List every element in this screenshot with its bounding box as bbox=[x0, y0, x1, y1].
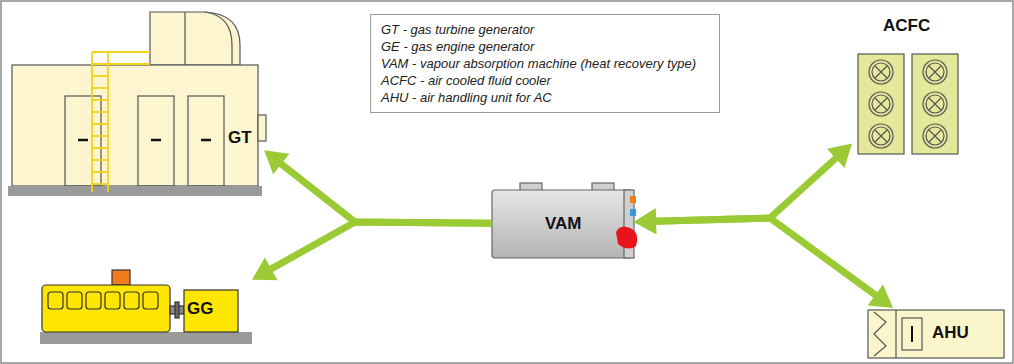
note-line: VAM - vapour absorption machine (heat re… bbox=[381, 55, 709, 72]
gas-turbine-node: GT bbox=[10, 10, 264, 196]
gas-engine-illustration bbox=[40, 270, 252, 344]
flow-arrow bbox=[634, 208, 893, 308]
air-handling-node: AHU bbox=[866, 308, 1006, 360]
unit-label: GT bbox=[228, 128, 252, 148]
unit-label: ACFC bbox=[883, 16, 930, 36]
flow-arrow bbox=[264, 150, 492, 223]
unit-label: VAM bbox=[545, 214, 582, 234]
fluid-cooler-node: ACFC bbox=[852, 16, 962, 156]
ladder bbox=[92, 52, 150, 192]
gas-turbine-illustration bbox=[8, 12, 266, 196]
vam-illustration bbox=[492, 183, 637, 258]
note-line: GT - gas turbine generator bbox=[381, 21, 709, 38]
note-line: ACFC - air cooled fluid cooler bbox=[381, 72, 709, 89]
flow-arrow bbox=[252, 222, 492, 280]
unit-label: GG bbox=[187, 299, 213, 319]
note-line: AHU - air handling unit for AC bbox=[381, 89, 709, 106]
gas-engine-node: GG bbox=[38, 268, 252, 346]
fluid-cooler-illustration bbox=[858, 54, 958, 154]
air-handling-unit-illustration bbox=[868, 310, 1004, 358]
unit-label: AHU bbox=[932, 323, 969, 343]
note-box: GT - gas turbine generatorGE - gas engin… bbox=[370, 14, 720, 113]
note-line: GE - gas engine generator bbox=[381, 38, 709, 55]
vam-node: VAM bbox=[492, 190, 634, 258]
